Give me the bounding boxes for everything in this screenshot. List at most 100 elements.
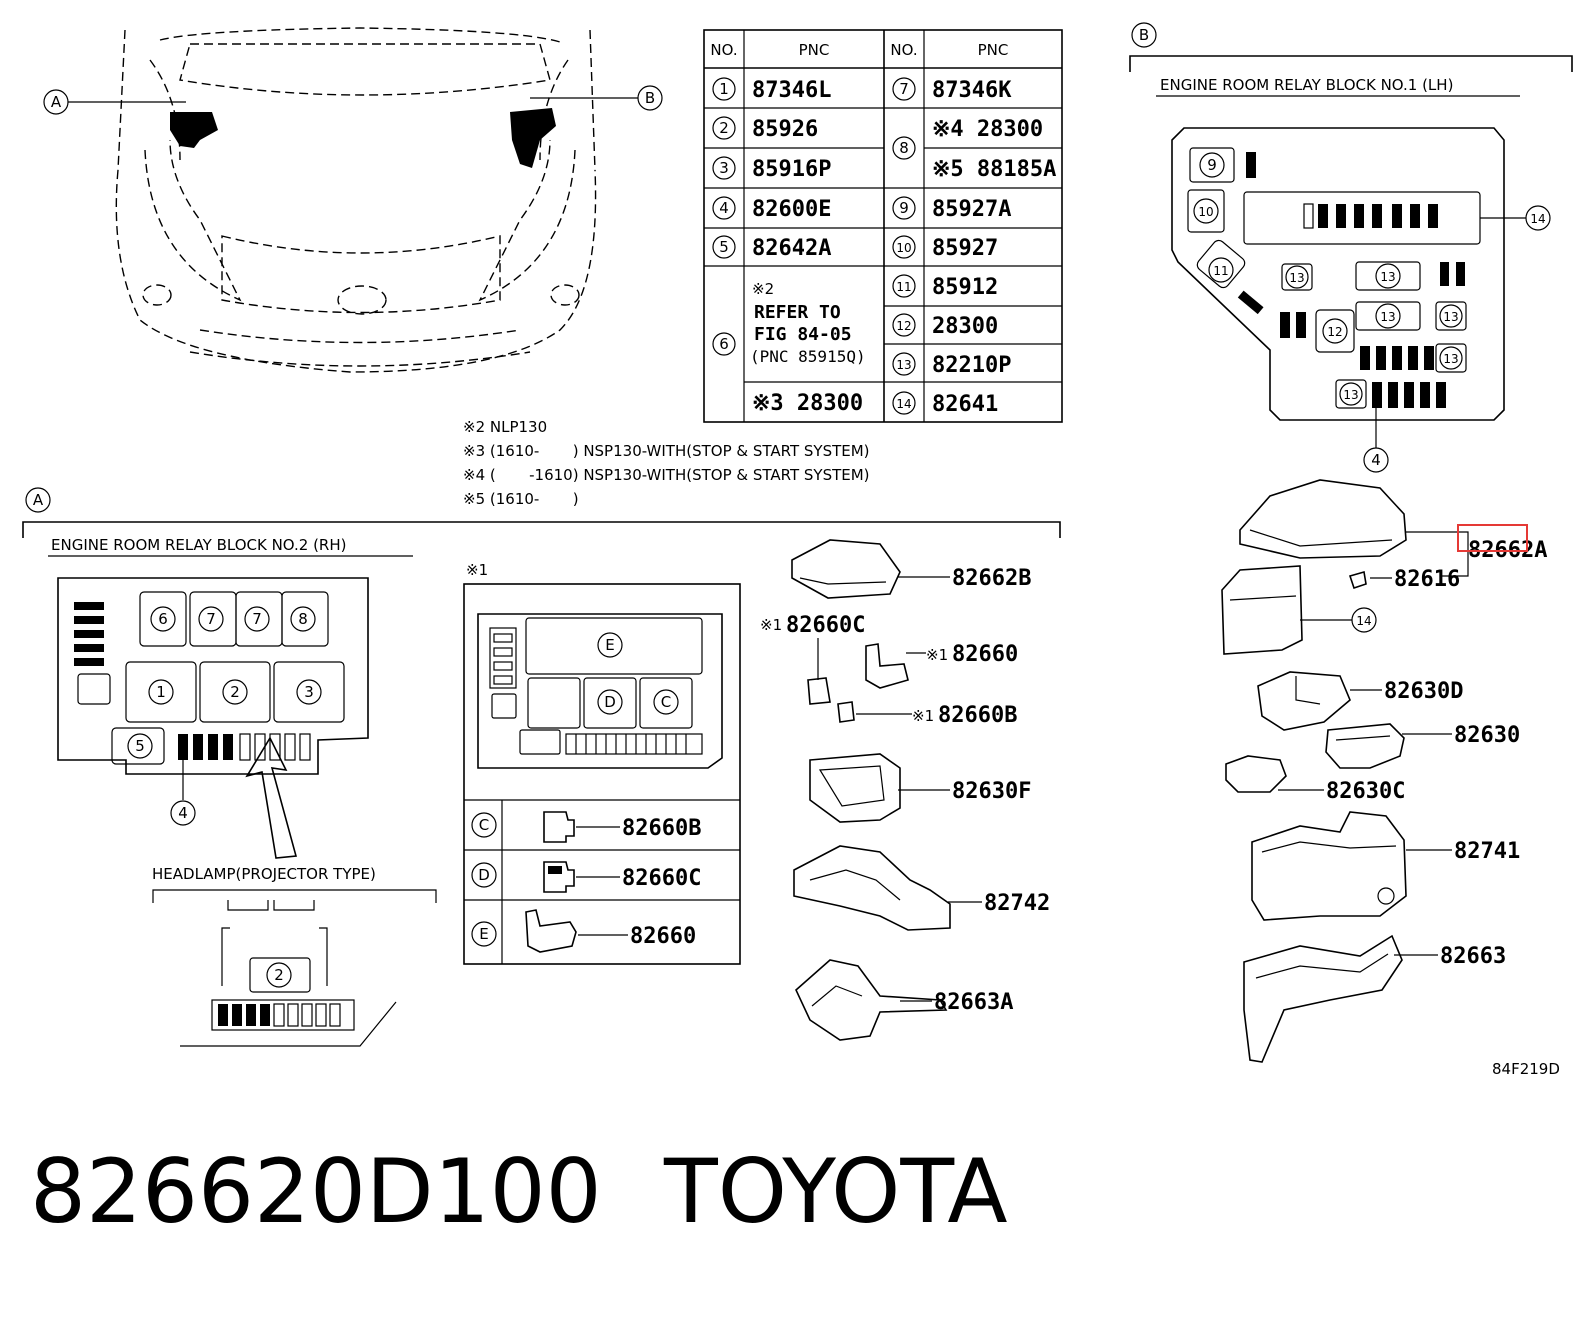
lh-slot-13f: 13 [1343, 388, 1358, 402]
part-82662b: 82662B [952, 566, 1031, 591]
rh-slot-7b: 7 [252, 610, 262, 628]
refer-note-mark: ※2 [752, 280, 774, 298]
inset-part-82660c: 82660C [622, 866, 701, 891]
pnc-cell: 82641 [932, 392, 998, 417]
pnc-cell: 87346L [752, 78, 831, 103]
part-82660-mark: ※1 [926, 646, 948, 664]
middle-parts: 82662B ※1 82660C ※1 82660 ※1 82660B 8263… [760, 539, 1050, 1041]
pnc-cell: 85927A [932, 197, 1011, 222]
inset-part-82660: 82660 [630, 924, 696, 949]
inset-row-d-key: D [478, 866, 490, 884]
row-no: 12 [896, 319, 911, 333]
section-b-marker: B [1139, 26, 1149, 44]
row-no: 8 [899, 139, 909, 157]
part-82630d: 82630D [1384, 679, 1463, 704]
highlighted-part-box [1457, 524, 1528, 552]
section-a-marker: A [33, 491, 44, 509]
figure-code: 84F219D [1492, 1060, 1560, 1078]
pnc-cell: 85926 [752, 117, 818, 142]
row-no: 13 [896, 358, 911, 372]
inset-row-e-key: E [479, 925, 488, 943]
row-no: 3 [719, 159, 729, 177]
headlamp-slot-2: 2 [274, 966, 284, 984]
rh-slot-1: 1 [156, 683, 166, 701]
lh-slot-13a: 13 [1289, 271, 1304, 285]
part-82660b: 82660B [938, 703, 1017, 728]
part-82742: 82742 [984, 891, 1050, 916]
table-header-no-2: NO. [890, 41, 917, 59]
pnc-cell: ※5 88185A [932, 157, 1056, 182]
footer-brand: TOYOTA [664, 1140, 1008, 1243]
refer-note-line3: (PNC 85915Q) [750, 347, 866, 366]
inset-slot-e: E [605, 636, 614, 654]
row-no: 10 [896, 241, 911, 255]
row-no: 11 [896, 280, 911, 294]
refer-note-line2: FIG 84-05 [754, 324, 852, 345]
inset-slot-d: D [604, 693, 616, 711]
pnc-cell: 85927 [932, 236, 998, 261]
part-82660c-mark: ※1 [760, 616, 782, 634]
car-front-outline [115, 27, 597, 373]
headlamp-title: HEADLAMP(PROJECTOR TYPE) [152, 865, 376, 883]
note-2: ※2 NLP130 [463, 418, 547, 436]
lh-slot-13d: 13 [1443, 310, 1458, 324]
rh-slot-8: 8 [298, 610, 308, 628]
relay-block-1-title: ENGINE ROOM RELAY BLOCK NO.1 (LH) [1160, 76, 1453, 94]
lh-slot-12: 12 [1327, 325, 1342, 339]
part-callout-14: 14 [1356, 614, 1371, 628]
rh-slot-4: 4 [178, 804, 188, 822]
pnc-cell: 85912 [932, 275, 998, 300]
pnc-cell: 85916P [752, 157, 831, 182]
pnc-cell: 28300 [932, 314, 998, 339]
lh-slot-9: 9 [1207, 156, 1217, 174]
row-no: 9 [899, 199, 909, 217]
table-header-pnc-1: PNC [799, 41, 830, 59]
note-5: ※5 (1610- ) [463, 490, 579, 508]
refer-note-line1: REFER TO [754, 302, 841, 323]
row-no: 5 [719, 238, 729, 256]
relay-block-2-title: ENGINE ROOM RELAY BLOCK NO.2 (RH) [51, 536, 347, 554]
part-82663: 82663 [1440, 944, 1506, 969]
part-82660b-mark: ※1 [912, 707, 934, 725]
row-no: 4 [719, 199, 729, 217]
pnc-cell: 87346K [932, 78, 1012, 103]
lh-slot-13e: 13 [1443, 352, 1458, 366]
row-no: 14 [896, 397, 911, 411]
callout-b-car: B [645, 89, 655, 107]
rh-slot-5: 5 [135, 737, 145, 755]
inset-part-82660b: 82660B [622, 816, 701, 841]
pnc-cell: ※4 28300 [932, 117, 1043, 142]
pnc-table: NO. PNC NO. PNC 1 2 3 4 5 6 87346L 85926… [703, 29, 1063, 423]
part-82660c: 82660C [786, 613, 865, 638]
lh-slot-13b: 13 [1380, 270, 1395, 284]
part-82660: 82660 [952, 642, 1018, 667]
table-header-no-1: NO. [710, 41, 737, 59]
part-82630f: 82630F [952, 779, 1031, 804]
row-no: 1 [719, 80, 729, 98]
pnc-cell: 82600E [752, 197, 831, 222]
table-header-pnc-2: PNC [978, 41, 1009, 59]
x1-mark: ※1 [466, 561, 488, 579]
part-82630c: 82630C [1326, 779, 1405, 804]
row-no: 6 [719, 335, 729, 353]
lh-slot-4: 4 [1371, 451, 1381, 469]
inset-slot-c: C [661, 693, 671, 711]
section-a: A ENGINE ROOM RELAY BLOCK NO.2 (RH) 6 7 … [22, 487, 1061, 1047]
part-82663a: 82663A [934, 990, 1013, 1015]
lh-slot-13c: 13 [1380, 310, 1395, 324]
lh-slot-14: 14 [1530, 212, 1545, 226]
note-4: ※4 ( -1610) NSP130-WITH(STOP & START SYS… [463, 466, 870, 484]
pnc-cell: 82642A [752, 236, 831, 261]
lh-slot-11: 11 [1213, 264, 1228, 278]
section-b: B ENGINE ROOM RELAY BLOCK NO.1 (LH) 9 10… [1129, 22, 1573, 473]
footer-part-number: 826620D100 [30, 1140, 602, 1243]
part-82741: 82741 [1454, 839, 1520, 864]
row-no: 2 [719, 119, 729, 137]
pnc-cell: 82210P [932, 353, 1011, 378]
part-82616: 82616 [1394, 567, 1460, 592]
part-82630: 82630 [1454, 723, 1520, 748]
footnotes: ※2 NLP130 ※3 (1610- ) NSP130-WITH(STOP &… [463, 418, 870, 508]
pnc-cell: ※3 28300 [752, 391, 863, 416]
